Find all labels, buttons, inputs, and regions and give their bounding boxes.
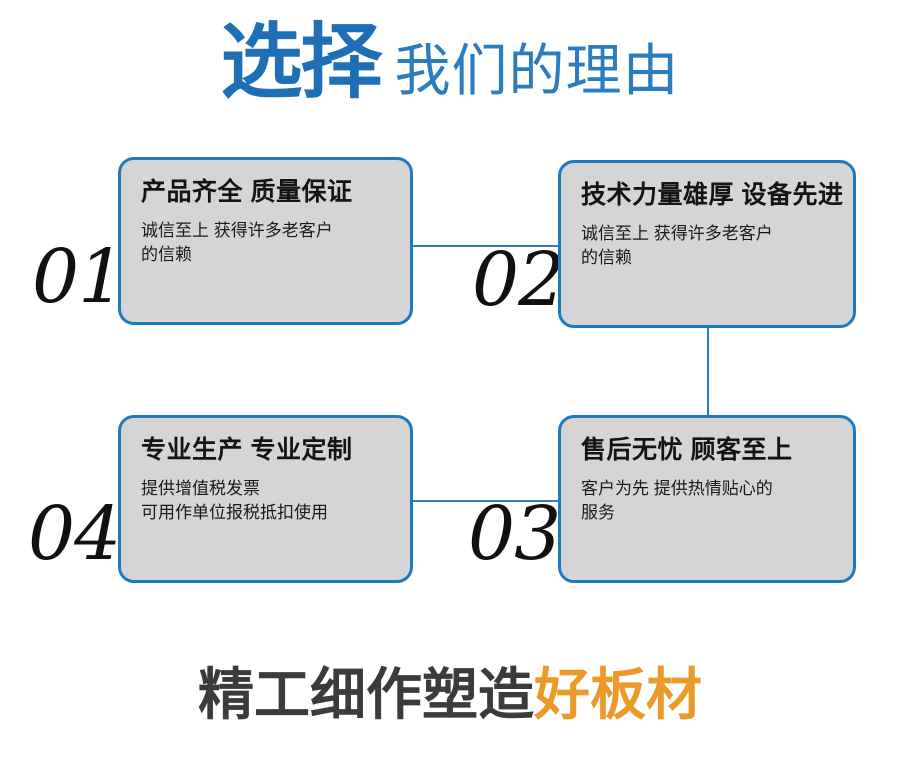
feature-card-02-title: 技术力量雄厚 设备先进 xyxy=(581,181,844,209)
feature-card-01-title: 产品齐全 质量保证 xyxy=(141,178,353,206)
connector-04-to-03 xyxy=(412,500,558,502)
feature-card-02-body: 诚信至上 获得许多老客户 的信赖 xyxy=(581,222,837,271)
page-title-strong: 选择 xyxy=(220,15,382,110)
feature-card-04[interactable]: 专业生产 专业定制 提供增值税发票 可用作单位报税抵扣使用 xyxy=(118,415,413,583)
connector-02-to-03 xyxy=(707,328,709,416)
feature-card-01-body: 诚信至上 获得许多老客户 的信赖 xyxy=(141,219,394,268)
feature-card-01[interactable]: 产品齐全 质量保证 诚信至上 获得许多老客户 的信赖 xyxy=(118,157,413,325)
feature-card-03-body: 客户为先 提供热情贴心的 服务 xyxy=(581,477,837,526)
feature-card-04-title: 专业生产 专业定制 xyxy=(141,436,353,464)
feature-card-04-body-line-2: 可用作单位报税抵扣使用 xyxy=(141,503,328,523)
feature-card-02-body-line-2: 的信赖 xyxy=(581,248,632,268)
feature-card-01-body-line-2: 的信赖 xyxy=(141,245,192,265)
page-title: 选择我们的理由 xyxy=(0,22,900,104)
card-number-03: 03 xyxy=(468,491,561,577)
feature-card-03-body-line-1: 客户为先 提供热情贴心的 xyxy=(581,478,773,498)
card-number-04: 04 xyxy=(28,491,121,577)
page-title-light: 我们的理由 xyxy=(394,39,680,102)
card-number-02: 02 xyxy=(472,237,565,323)
feature-card-03[interactable]: 售后无忧 顾客至上 客户为先 提供热情贴心的 服务 xyxy=(558,415,856,583)
feature-card-02[interactable]: 技术力量雄厚 设备先进 诚信至上 获得许多老客户 的信赖 xyxy=(558,160,856,328)
footer-slogan-dark: 精工细作塑造 xyxy=(198,663,534,728)
card-number-01: 01 xyxy=(32,234,125,320)
feature-card-02-body-line-1: 诚信至上 获得许多老客户 xyxy=(581,223,773,243)
footer-slogan-accent: 好板材 xyxy=(534,663,702,728)
feature-card-01-body-line-1: 诚信至上 获得许多老客户 xyxy=(141,220,333,240)
feature-card-03-body-line-2: 服务 xyxy=(581,503,615,523)
footer-slogan: 精工细作塑造好板材 xyxy=(0,668,900,724)
connector-01-to-02 xyxy=(412,245,558,247)
feature-card-04-body-line-1: 提供增值税发票 xyxy=(141,478,260,498)
feature-card-03-title: 售后无忧 顾客至上 xyxy=(581,436,793,464)
feature-card-04-body: 提供增值税发票 可用作单位报税抵扣使用 xyxy=(141,477,394,526)
